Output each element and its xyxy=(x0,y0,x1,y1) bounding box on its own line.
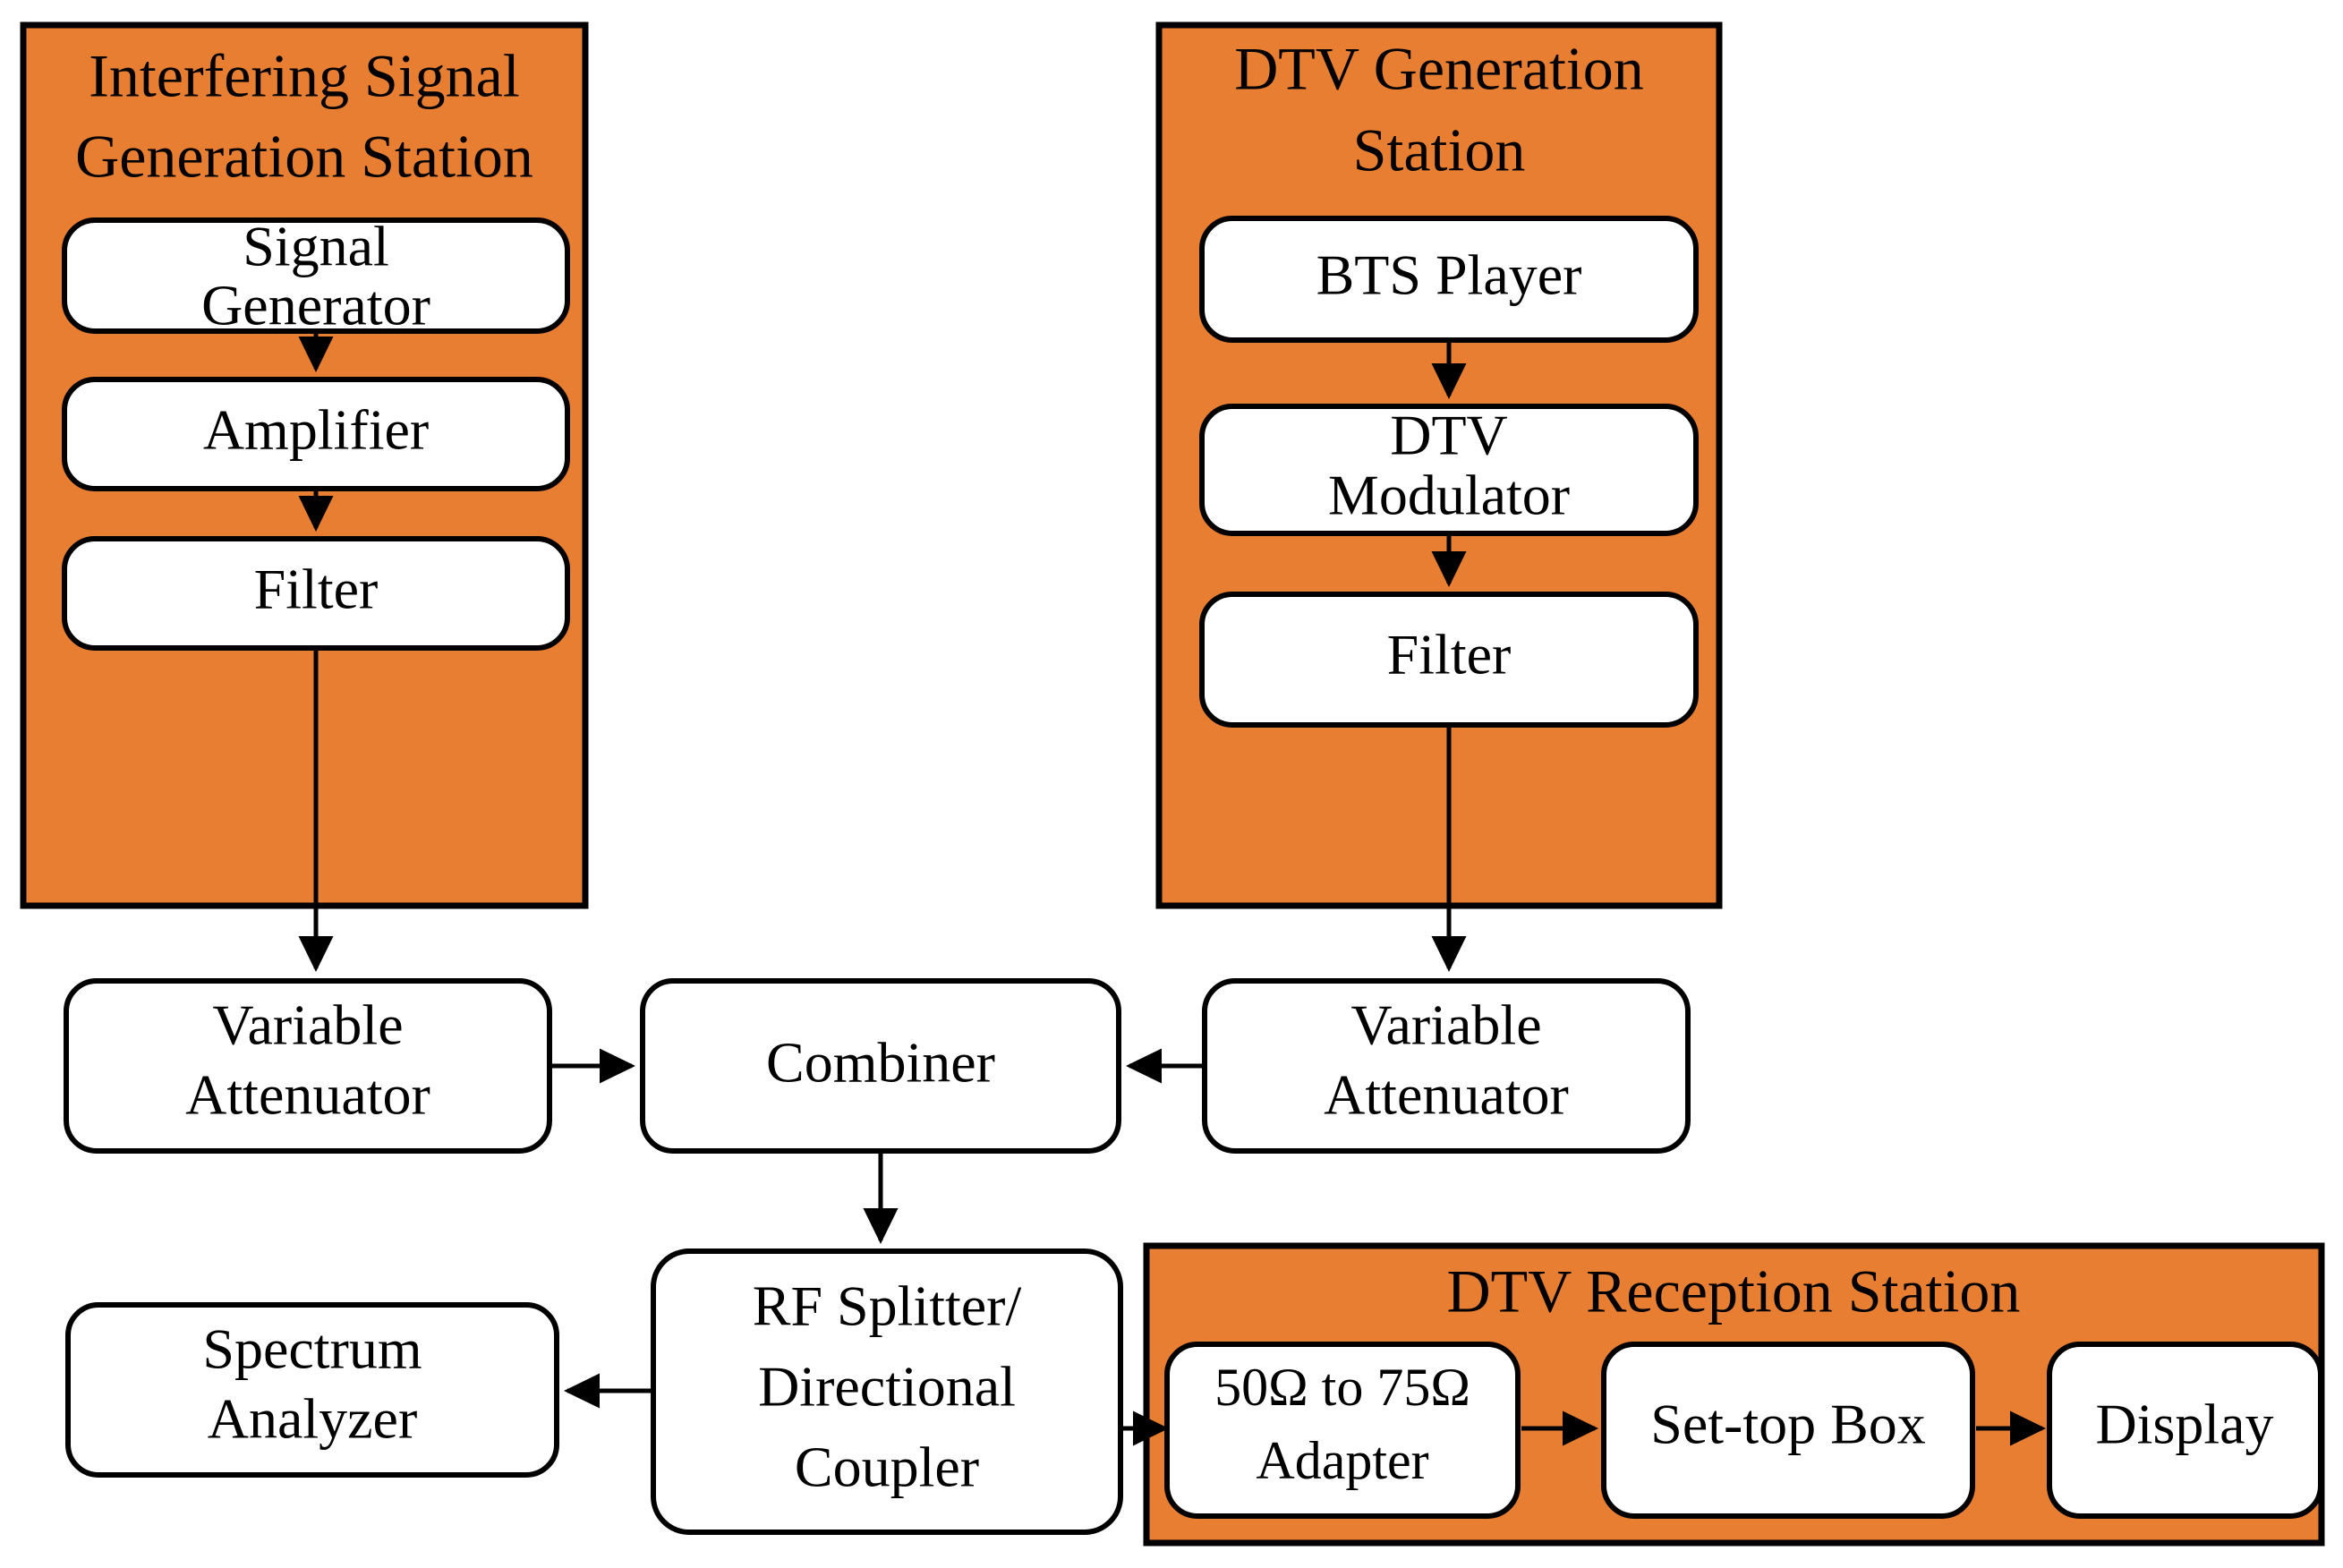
node-bts-player-label: BTS Player xyxy=(1316,243,1582,307)
node-rf-splitter-label-line1: RF Splitter/ xyxy=(753,1274,1022,1338)
node-combiner-box[interactable] xyxy=(640,978,1121,1154)
node-variable-attenuator-left-box[interactable] xyxy=(64,978,552,1154)
node-rf-splitter-label-line2: Directional xyxy=(758,1355,1016,1419)
node-dtv-modulator-label-line1: DTV xyxy=(1390,404,1508,467)
node-amplifier-label: Amplifier xyxy=(203,398,429,462)
node-set-top-box-box[interactable] xyxy=(1601,1342,1975,1519)
node-variable-attenuator-right-label-line1: Variable xyxy=(1350,993,1541,1057)
node-filter-left-label: Filter xyxy=(254,558,379,621)
node-spectrum-analyzer-box[interactable] xyxy=(65,1302,559,1478)
node-filter-left-box[interactable] xyxy=(62,536,570,651)
node-display[interactable]: Display xyxy=(2047,1342,2323,1519)
panel-dtv-reception-title: DTV Reception Station xyxy=(1447,1257,2021,1325)
node-variable-attenuator-left-label-line1: Variable xyxy=(212,993,403,1057)
node-filter-right-box[interactable] xyxy=(1199,592,1699,728)
node-rf-splitter-box[interactable] xyxy=(651,1248,1123,1535)
node-bts-player-box[interactable] xyxy=(1199,216,1699,343)
panel-dtv-generation-title-line1: DTV Generation xyxy=(1234,35,1644,103)
node-spectrum-analyzer-label-line1: Spectrum xyxy=(202,1317,422,1381)
node-dtv-modulator[interactable]: DTV Modulator xyxy=(1199,404,1699,536)
node-signal-generator[interactable]: Signal Generator xyxy=(62,215,570,337)
node-variable-attenuator-left-label-line2: Attenuator xyxy=(185,1063,430,1127)
node-impedance-adapter-label-line2: Adapter xyxy=(1256,1431,1428,1490)
node-set-top-box[interactable]: Set-top Box xyxy=(1601,1342,1975,1519)
node-dtv-modulator-box[interactable] xyxy=(1199,404,1699,536)
panel-interfering-title-line2: Generation Station xyxy=(75,123,533,191)
node-filter-right-label: Filter xyxy=(1387,623,1512,686)
node-display-label: Display xyxy=(2095,1393,2273,1456)
node-filter-left[interactable]: Filter xyxy=(62,536,570,651)
node-dtv-modulator-label-line2: Modulator xyxy=(1328,464,1570,527)
node-impedance-adapter[interactable]: 50Ω to 75Ω Adapter xyxy=(1164,1342,1521,1519)
node-variable-attenuator-right-box[interactable] xyxy=(1202,978,1691,1154)
panel-dtv-generation-title-line2: Station xyxy=(1353,116,1526,184)
node-variable-attenuator-right[interactable]: Variable Attenuator xyxy=(1202,978,1691,1154)
node-combiner-label: Combiner xyxy=(766,1031,995,1095)
node-spectrum-analyzer-label-line2: Analyzer xyxy=(208,1387,418,1451)
node-combiner[interactable]: Combiner xyxy=(640,978,1121,1154)
node-spectrum-analyzer[interactable]: Spectrum Analyzer xyxy=(65,1302,559,1478)
node-bts-player[interactable]: BTS Player xyxy=(1199,216,1699,343)
node-signal-generator-label-line2: Generator xyxy=(201,274,430,337)
node-impedance-adapter-box[interactable] xyxy=(1164,1342,1521,1519)
node-amplifier[interactable]: Amplifier xyxy=(62,377,570,491)
panel-interfering-title-line1: Interfering Signal xyxy=(89,42,520,110)
node-filter-right[interactable]: Filter xyxy=(1199,592,1699,728)
node-set-top-box-label: Set-top Box xyxy=(1650,1393,1926,1456)
node-rf-splitter-label-line3: Coupler xyxy=(795,1436,979,1499)
node-signal-generator-box[interactable] xyxy=(62,217,570,334)
node-amplifier-box[interactable] xyxy=(62,377,570,491)
node-variable-attenuator-right-label-line2: Attenuator xyxy=(1324,1063,1569,1127)
node-signal-generator-label-line1: Signal xyxy=(243,215,389,278)
node-impedance-adapter-label-line1: 50Ω to 75Ω xyxy=(1214,1358,1470,1417)
node-rf-splitter-directional-coupler[interactable]: RF Splitter/ Directional Coupler xyxy=(651,1248,1123,1535)
node-variable-attenuator-left[interactable]: Variable Attenuator xyxy=(64,978,552,1154)
node-display-box[interactable] xyxy=(2047,1342,2323,1519)
